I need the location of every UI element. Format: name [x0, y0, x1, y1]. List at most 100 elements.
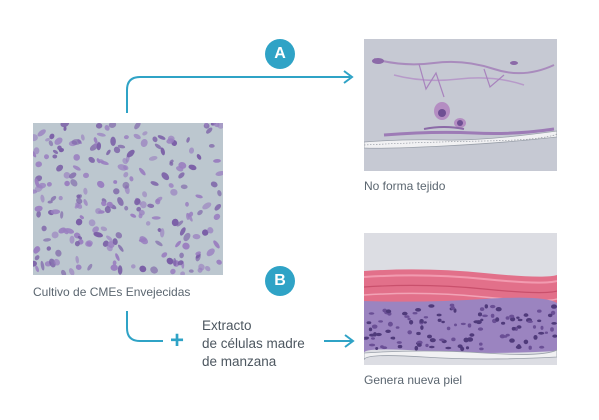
cell [36, 211, 41, 218]
cell [134, 198, 141, 206]
cell [216, 259, 222, 265]
cell [75, 202, 83, 209]
nucleus [479, 342, 483, 346]
badge-a: A [265, 39, 295, 69]
nucleus [402, 311, 408, 316]
nucleus [463, 337, 469, 343]
cell [195, 253, 201, 262]
cell [201, 229, 209, 236]
cell [154, 143, 162, 150]
cell [113, 146, 121, 154]
cell [96, 158, 101, 164]
nucleus [457, 344, 463, 348]
nucleus [544, 331, 548, 334]
cell [110, 264, 118, 271]
nucleus [368, 327, 373, 332]
nucleus [428, 304, 435, 308]
cell [33, 134, 38, 142]
cell [93, 137, 98, 144]
cell [213, 213, 221, 220]
nucleus [407, 317, 411, 321]
cell [122, 181, 130, 189]
nucleus [407, 330, 412, 335]
nucleus [467, 323, 472, 328]
cell [63, 229, 69, 235]
cell [138, 238, 147, 243]
cell [76, 194, 81, 199]
cell [136, 206, 142, 212]
nucleus [385, 309, 392, 314]
cell [113, 180, 118, 184]
cell [112, 238, 118, 245]
cell [195, 251, 201, 256]
nucleus [527, 320, 533, 323]
cell [188, 269, 194, 273]
cell [171, 218, 179, 227]
cell [33, 147, 40, 155]
cell [179, 227, 186, 236]
cell [166, 138, 175, 144]
cell [102, 240, 109, 247]
cell [57, 145, 62, 151]
cell [207, 227, 214, 234]
cell [197, 267, 203, 273]
nucleus [387, 321, 393, 327]
cell [69, 172, 77, 179]
nucleus [516, 325, 522, 329]
cell [87, 263, 93, 271]
nucleus [437, 318, 442, 322]
cell [95, 208, 102, 215]
nucleus [454, 323, 457, 327]
cell [126, 149, 135, 158]
cell [68, 268, 75, 275]
cell [104, 206, 111, 214]
nucleus [515, 345, 522, 350]
cell [79, 215, 84, 220]
cell [96, 180, 105, 188]
cell [159, 228, 165, 238]
cell [123, 165, 129, 171]
cell [100, 226, 108, 232]
cell [188, 147, 195, 154]
cell [197, 209, 203, 216]
nucleus [550, 310, 556, 315]
cell [48, 140, 54, 147]
nucleus [523, 339, 529, 345]
nucleus [423, 321, 427, 324]
cell [69, 235, 75, 244]
nucleus [371, 337, 375, 340]
cell [183, 232, 191, 242]
nucleus [390, 336, 395, 340]
nucleus [537, 319, 542, 323]
cell [93, 232, 103, 238]
cell [196, 154, 202, 160]
cell [107, 241, 115, 248]
cell [75, 218, 83, 226]
cell [147, 203, 155, 208]
nucleus [446, 326, 451, 331]
cell [110, 136, 116, 146]
cell [151, 216, 161, 220]
nucleus [495, 317, 500, 322]
cell [123, 171, 129, 178]
nucleus [378, 320, 383, 323]
nucleus [479, 307, 485, 311]
nucleus [449, 303, 455, 307]
tissue-micrograph-new-skin [364, 233, 557, 365]
cell [80, 134, 85, 141]
cell [72, 165, 81, 171]
cell [33, 260, 37, 267]
cell [115, 232, 123, 239]
nucleus [484, 304, 488, 309]
nucleus [523, 313, 529, 317]
cell [170, 268, 176, 275]
cell [51, 231, 59, 239]
cell [56, 164, 64, 172]
cell [139, 265, 147, 273]
path-b-line-left [126, 311, 163, 342]
nucleus [412, 312, 418, 315]
cell [170, 188, 178, 196]
cell [34, 205, 43, 212]
cell [106, 149, 111, 156]
